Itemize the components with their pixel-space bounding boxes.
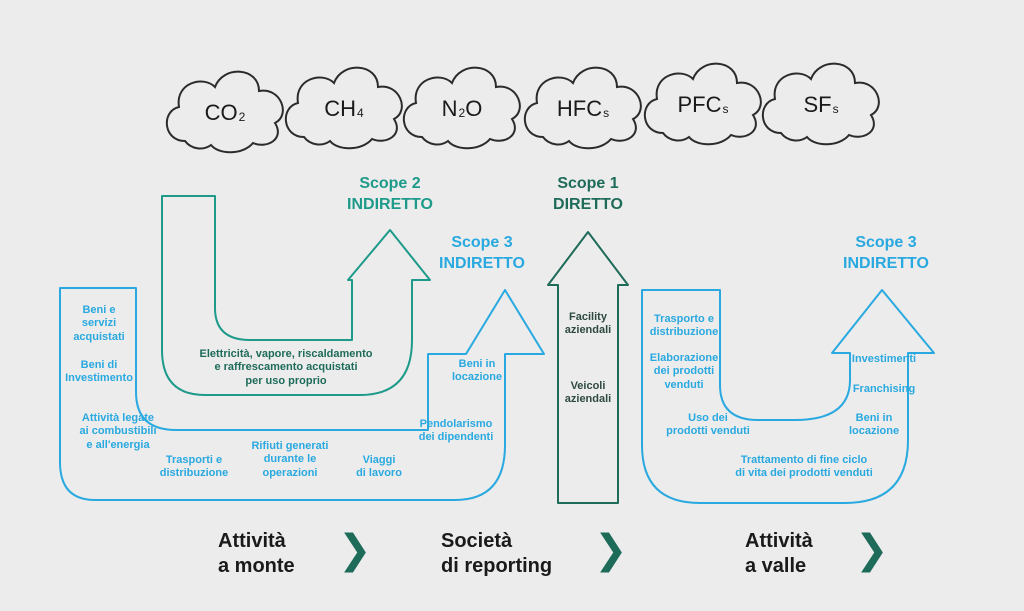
cloud-icon — [165, 70, 284, 154]
cloud-icon — [402, 66, 521, 150]
cloud-icon — [761, 62, 880, 146]
scope3-upstream-item: Viaggi di lavoro — [356, 454, 402, 480]
scope1-item: Facility aziendali — [564, 311, 612, 337]
cloud-icon — [643, 62, 762, 146]
scope3-upstream-item: Rifiuti generati durante le operazioni — [251, 440, 329, 479]
scope2-item: Elettricità, vapore, riscaldamento e raf… — [199, 348, 373, 387]
scope3-upstream-item: Beni di Investimento — [65, 359, 133, 385]
cloud-icon — [523, 66, 642, 150]
downstream-label: Attività a valle — [745, 530, 813, 577]
scope3-downstream-arrow — [641, 289, 935, 504]
upstream-chevron-icon: ❯ — [338, 527, 372, 573]
scope3-downstream-item: Beni in locazione — [848, 412, 900, 438]
scope3-downstream-item: Investimenti — [851, 353, 917, 365]
scope3-downstream-item: Franchising — [852, 383, 916, 395]
cloud-icon — [284, 66, 403, 150]
reporting-chevron-icon: ❯ — [594, 527, 628, 573]
scope1-arrow — [547, 231, 629, 504]
scope3-downstream-item: Trattamento di fine ciclo di vita dei pr… — [735, 454, 873, 480]
scope3-downstream-item: Elaborazione dei prodotti venduti — [649, 352, 719, 391]
scope1-item: Veicoli aziendali — [564, 380, 612, 406]
scope3-upstream-item: Attività legate ai combustibili e all'en… — [79, 412, 157, 451]
scope2-arrow — [161, 195, 431, 396]
reporting-label: Società di reporting — [441, 530, 553, 577]
scope3-upstream-item: Beni e servizi acquistati — [73, 304, 125, 343]
scope3-upstream-item: Pendolarismo dei dipendenti — [418, 418, 494, 444]
scope3-upstream-item: Trasporti e distribuzione — [159, 454, 229, 480]
downstream-chevron-icon: ❯ — [855, 527, 889, 573]
scope3-upstream-arrow — [59, 287, 545, 501]
scope3-upstream-item: Beni in locazione — [451, 358, 503, 384]
upstream-label: Attività a monte — [218, 530, 295, 577]
scope3-downstream-item: Trasporto e distribuzione — [649, 313, 719, 339]
scope3-downstream-item: Uso dei prodotti venduti — [666, 412, 750, 438]
